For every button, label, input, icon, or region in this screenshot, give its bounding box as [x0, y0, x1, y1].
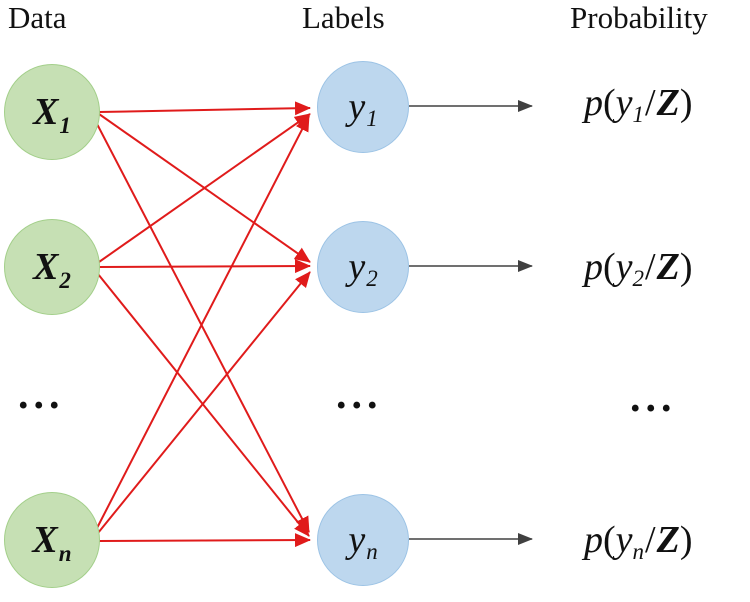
probn-separator: / [645, 519, 656, 561]
data-node-x1-label: X [33, 91, 59, 133]
column-header-labels: Labels [302, 0, 385, 35]
probability-expression-1: p(y1/Z) [584, 81, 692, 126]
probability-expression-2: p(y2/Z) [584, 245, 692, 290]
probn-func: p [584, 519, 603, 561]
edge-xn-yn [98, 533, 311, 548]
label-node-y1-label: y [348, 86, 366, 128]
label-node-y2-subscript: 2 [366, 266, 378, 291]
prob1-open: ( [603, 82, 616, 124]
probn-open: ( [603, 519, 616, 561]
data-node-x2-subscript: 2 [59, 268, 71, 293]
ellipsis-labels-column: ... [336, 372, 383, 418]
data-to-label-edges [95, 101, 311, 548]
label-node-yn-label: y [348, 519, 366, 561]
label-to-probability-edges [409, 100, 533, 545]
prob2-separator: / [645, 246, 656, 288]
data-node-xn-label: X [32, 519, 58, 561]
edge-x2-y2 [98, 259, 311, 274]
prob2-close: ) [679, 246, 693, 288]
prob2-condition: Z [656, 246, 680, 288]
data-node-x1-subscript: 1 [59, 113, 71, 138]
prob1-func: p [584, 82, 603, 124]
label-node-y2-label: y [348, 246, 366, 288]
label-node-yn-subscript: n [366, 539, 378, 564]
edge-x1-y1 [98, 101, 311, 116]
prob2-open: ( [603, 246, 616, 288]
probn-subscript: n [632, 539, 645, 564]
edge-x2-yn [97, 273, 310, 537]
edge-xn-y1 [95, 115, 310, 531]
probn-var: y [615, 519, 633, 561]
prob1-condition: Z [656, 82, 680, 124]
probability-expression-n: p(yn/Z) [584, 518, 692, 563]
label-node-y1-subscript: 1 [366, 106, 378, 131]
prob1-subscript: 1 [632, 102, 645, 127]
prob1-var: y [615, 82, 633, 124]
column-header-data: Data [8, 0, 67, 35]
edge-xn-y2 [97, 271, 311, 534]
prob2-func: p [584, 246, 603, 288]
probn-condition: Z [656, 519, 680, 561]
ellipsis-probability-column: ... [630, 375, 677, 421]
data-node-xn-subscript: n [58, 541, 72, 566]
prob1-close: ) [679, 82, 693, 124]
prob1-separator: / [645, 82, 656, 124]
edge-x1-yn [95, 121, 310, 533]
probn-close: ) [679, 519, 693, 561]
column-header-probability: Probability [570, 0, 708, 35]
prob2-subscript: 2 [632, 266, 645, 291]
ellipsis-data-column: ... [18, 372, 65, 418]
prob2-var: y [615, 246, 633, 288]
data-node-x2-label: X [33, 246, 59, 288]
edge-x2-y1 [98, 113, 311, 263]
